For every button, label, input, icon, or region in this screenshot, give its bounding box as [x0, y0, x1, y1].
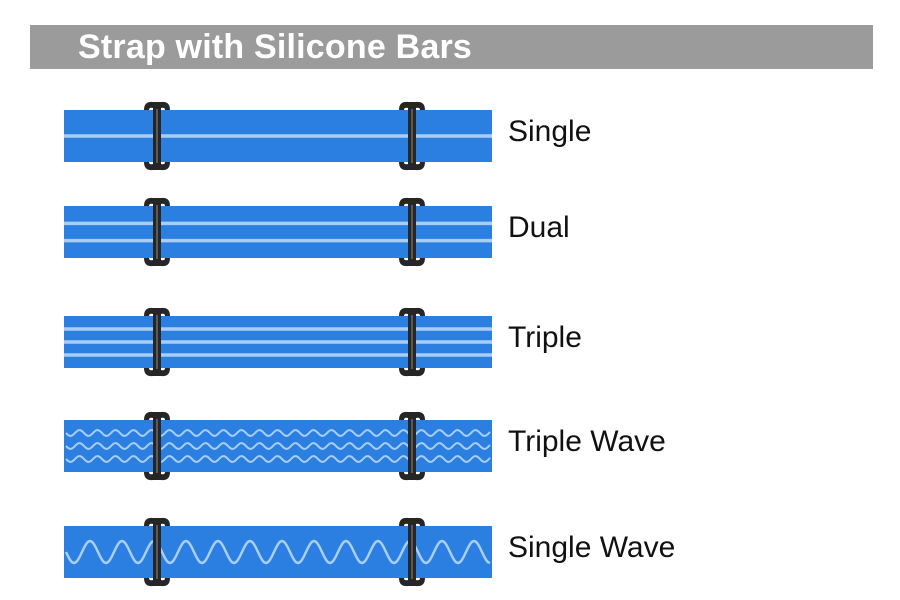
- silicone-bar-buckle: [399, 307, 425, 377]
- silicone-bar-buckle: [144, 517, 170, 587]
- strap-row: Triple: [58, 306, 758, 377]
- strap-graphic: [64, 411, 492, 481]
- strap-row: Triple Wave: [58, 410, 758, 481]
- strap-label: Triple: [508, 321, 582, 354]
- strap-label: Triple Wave: [508, 425, 666, 458]
- strap-row: Single Wave: [58, 516, 758, 587]
- silicone-bar-buckle: [399, 197, 425, 267]
- strap-band: [64, 206, 492, 258]
- strap-graphic: [64, 101, 492, 171]
- strap-graphic: [64, 197, 492, 267]
- silicone-bar-buckle: [144, 101, 170, 171]
- strap-label: Single Wave: [508, 531, 676, 564]
- silicone-bar-buckle: [144, 197, 170, 267]
- silicone-wave-stripe: [65, 429, 491, 437]
- strap-label: Dual: [508, 211, 570, 244]
- silicone-wave-stripe: [65, 455, 491, 463]
- strap-band: [64, 526, 492, 578]
- silicone-bar-buckle: [144, 307, 170, 377]
- strap-row: Single: [58, 100, 758, 171]
- silicone-bar-buckle: [399, 101, 425, 171]
- title-bar: Strap with Silicone Bars: [30, 25, 873, 69]
- silicone-wave-stripe: [65, 442, 491, 450]
- silicone-bar-buckle: [144, 411, 170, 481]
- strap-band: [64, 420, 492, 472]
- silicone-bar-buckle: [399, 411, 425, 481]
- page-title: Strap with Silicone Bars: [78, 28, 473, 66]
- strap-label: Single: [508, 115, 592, 148]
- strap-row: Dual: [58, 196, 758, 267]
- strap-graphic: [64, 517, 492, 587]
- silicone-bar-buckle: [399, 517, 425, 587]
- strap-graphic: [64, 307, 492, 377]
- silicone-wave-stripe: [64, 539, 491, 565]
